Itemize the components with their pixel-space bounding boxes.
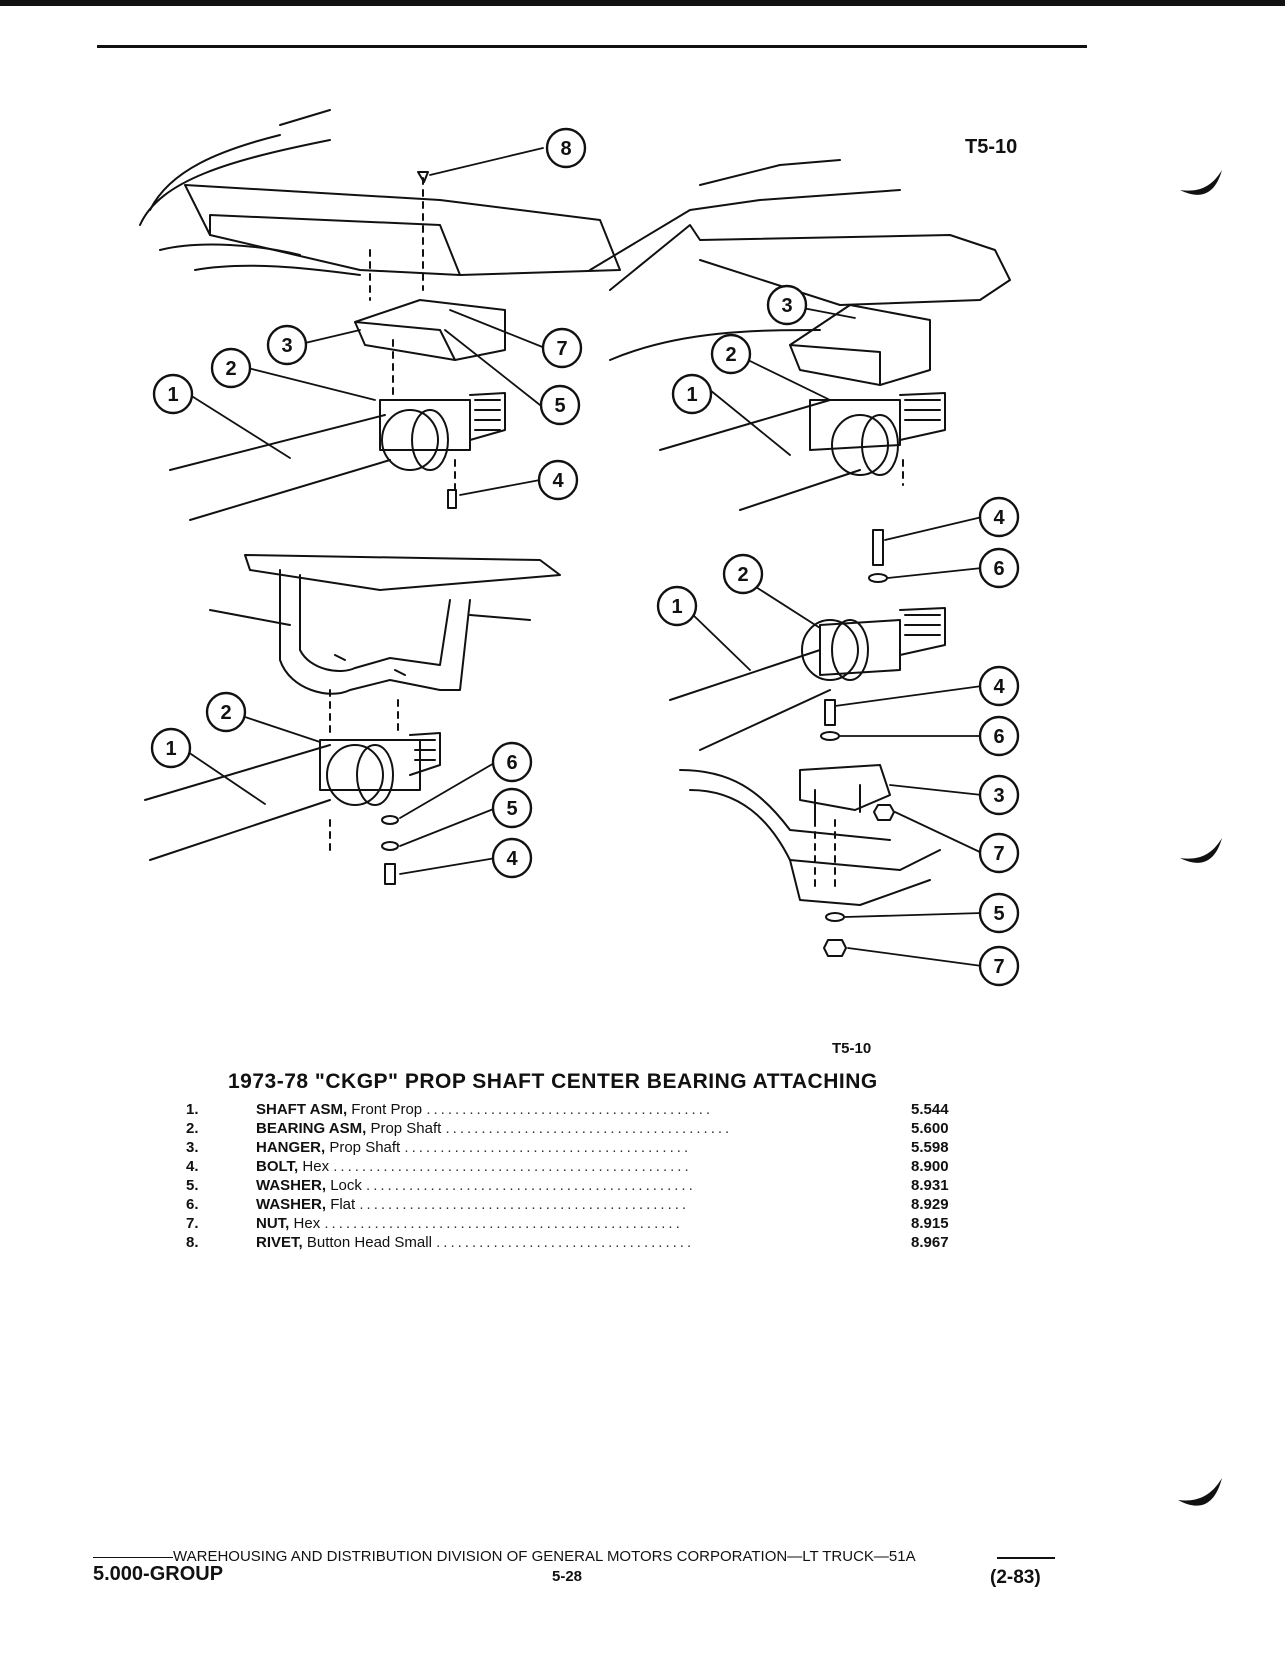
list-item: 3. HANGER, Prop Shaft ..................… [186, 1139, 949, 1156]
leader-lines [187, 147, 983, 967]
callout-7: 7 [993, 956, 1004, 978]
footer-date-rule [997, 1557, 1055, 1559]
view-lower-right [669, 529, 946, 957]
callout-4: 4 [506, 848, 518, 870]
binder-marks [1180, 170, 1222, 863]
callout-4: 4 [993, 507, 1005, 529]
callout-3: 3 [993, 785, 1004, 807]
list-item: 4. BOLT, Hex ...........................… [186, 1158, 949, 1175]
header-rule [97, 45, 1087, 48]
top-rule [0, 0, 1285, 6]
callout-2: 2 [225, 358, 236, 380]
figure-code-bottom: T5-10 [832, 1040, 872, 1057]
footer-group: 5.000-GROUP [93, 1563, 224, 1585]
callout-7: 7 [993, 843, 1004, 865]
callout-8: 8 [560, 138, 571, 160]
callout-4: 4 [993, 676, 1005, 698]
exploded-view-illustration: 8 3 7 5 4 2 1 3 2 1 4 6 2 1 4 6 3 7 5 7 … [139, 109, 1222, 987]
figure-code-top: T5-10 [965, 136, 1018, 158]
callout-3: 3 [781, 295, 792, 317]
list-item: 2. BEARING ASM, Prop Shaft .............… [186, 1120, 949, 1137]
list-item: 6. WASHER, Flat ........................… [186, 1196, 949, 1213]
callout-6: 6 [993, 558, 1004, 580]
callout-4: 4 [552, 470, 564, 492]
callout-2: 2 [220, 702, 231, 724]
page-number: 5-28 [552, 1568, 583, 1585]
parts-list-title: 1973-78 "CKGP" PROP SHAFT CENTER BEARING… [228, 1070, 878, 1093]
list-item: 8. RIVET, Button Head Small ............… [186, 1234, 949, 1251]
callout-1: 1 [671, 596, 682, 618]
footer-date: (2-83) [990, 1567, 1041, 1588]
parts-list: 1. SHAFT ASM, Front Prop ...............… [186, 1100, 966, 1252]
list-item: 7. NUT, Hex ............................… [186, 1215, 949, 1232]
callout-5: 5 [506, 798, 517, 820]
callout-1: 1 [686, 384, 697, 406]
callout-2: 2 [725, 344, 736, 366]
callout-7: 7 [556, 338, 567, 360]
callout-1: 1 [167, 384, 178, 406]
callout-2: 2 [737, 564, 748, 586]
callout-6: 6 [506, 752, 517, 774]
view-upper-left [139, 109, 621, 521]
callout-5: 5 [554, 395, 565, 417]
list-item: 5. WASHER, Lock ........................… [186, 1177, 949, 1194]
callout-circles [150, 127, 1020, 987]
view-lower-left [144, 554, 561, 885]
callout-1: 1 [165, 738, 176, 760]
callout-6: 6 [993, 726, 1004, 748]
callout-5: 5 [993, 903, 1004, 925]
footer-division: WAREHOUSING AND DISTRIBUTION DIVISION OF… [93, 1548, 916, 1565]
view-upper-right [589, 159, 1011, 511]
list-item: 1. SHAFT ASM, Front Prop ...............… [186, 1101, 949, 1118]
callout-3: 3 [281, 335, 292, 357]
